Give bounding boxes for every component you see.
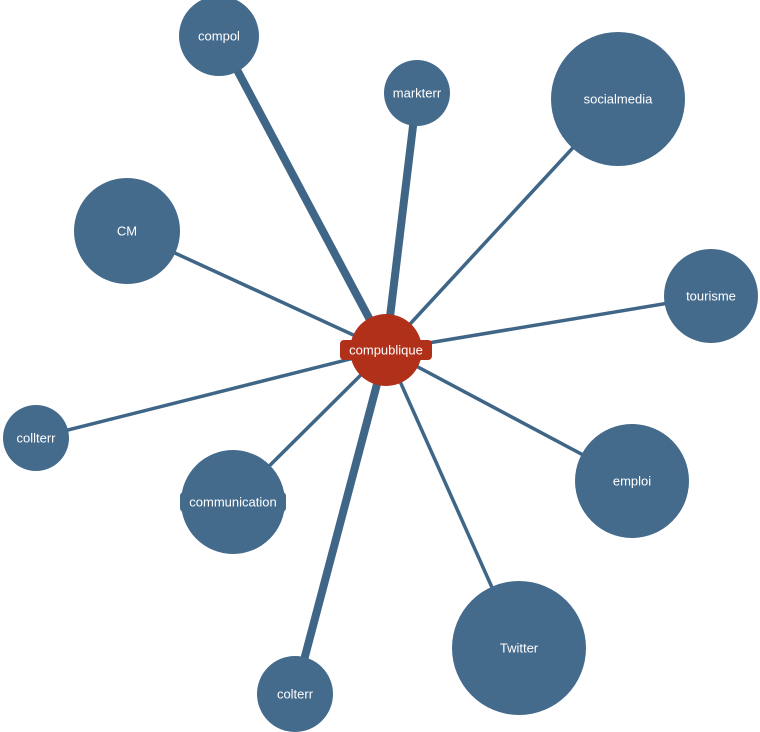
node-circle[interactable]: [452, 581, 586, 715]
node-label: CM: [117, 223, 137, 238]
node-collterr[interactable]: collterr: [3, 405, 69, 471]
label-background: [180, 492, 286, 512]
node-compol[interactable]: compol: [179, 0, 259, 76]
node-twitter[interactable]: Twitter: [452, 581, 586, 715]
node-label: emploi: [613, 473, 651, 488]
node-circle[interactable]: [257, 656, 333, 732]
node-emploi[interactable]: emploi: [575, 424, 689, 538]
edge-compol: [215, 34, 390, 352]
node-label: tourisme: [686, 288, 736, 303]
edge-tourisme: [385, 294, 712, 352]
node-circle[interactable]: [74, 178, 180, 284]
node-cm[interactable]: CM: [74, 178, 180, 284]
node-label: markterr: [393, 85, 442, 100]
edges-layer: [35, 34, 712, 696]
edge-colterr: [291, 348, 390, 696]
node-label: Twitter: [500, 640, 539, 655]
node-circle[interactable]: [3, 405, 69, 471]
edge-collterr: [35, 348, 387, 440]
node-colterr[interactable]: colterr: [257, 656, 333, 732]
center-label-background: [340, 340, 432, 360]
node-center[interactable]: compublique: [340, 314, 432, 386]
node-tourisme[interactable]: tourisme: [664, 249, 758, 343]
node-label: socialmedia: [584, 91, 653, 106]
node-circle[interactable]: [179, 0, 259, 76]
node-label: compol: [198, 28, 240, 43]
node-label: colterr: [277, 686, 314, 701]
node-circle[interactable]: [551, 32, 685, 166]
node-circle[interactable]: [575, 424, 689, 538]
node-markterr[interactable]: markterr: [384, 60, 450, 126]
node-socialmedia[interactable]: socialmedia: [551, 32, 685, 166]
edge-markterr: [382, 92, 421, 351]
node-communication[interactable]: communication: [180, 450, 286, 554]
node-label: communication: [189, 494, 276, 509]
node-circle[interactable]: [384, 60, 450, 126]
node-circle[interactable]: [664, 249, 758, 343]
node-label: collterr: [16, 430, 56, 445]
center-node-label: compublique: [349, 342, 423, 357]
